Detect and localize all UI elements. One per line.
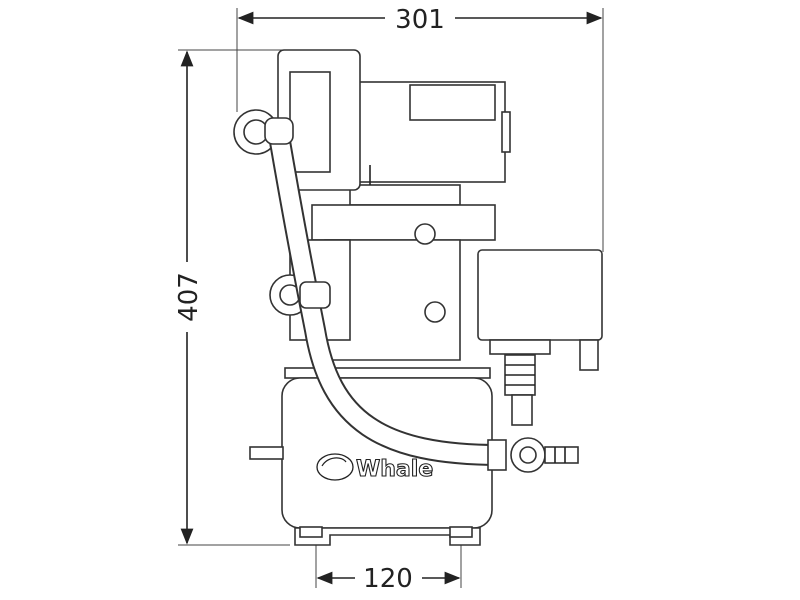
pump-body xyxy=(269,204,496,361)
height-dimension: 407 xyxy=(174,50,204,545)
accumulator-tank xyxy=(249,367,493,546)
motor xyxy=(233,49,511,206)
base-width-dimension: 120 xyxy=(316,564,461,594)
width-dimension: 301 xyxy=(237,5,603,35)
extension-lines xyxy=(178,8,604,588)
pressure-switch xyxy=(477,249,603,426)
logo-text: Whale xyxy=(356,457,433,482)
base-width-label: 120 xyxy=(363,564,413,594)
whale-logo: Whale xyxy=(316,453,434,483)
outlet-valve xyxy=(510,437,579,473)
width-label: 301 xyxy=(395,5,445,35)
height-label: 407 xyxy=(174,272,204,322)
hose xyxy=(264,117,507,471)
